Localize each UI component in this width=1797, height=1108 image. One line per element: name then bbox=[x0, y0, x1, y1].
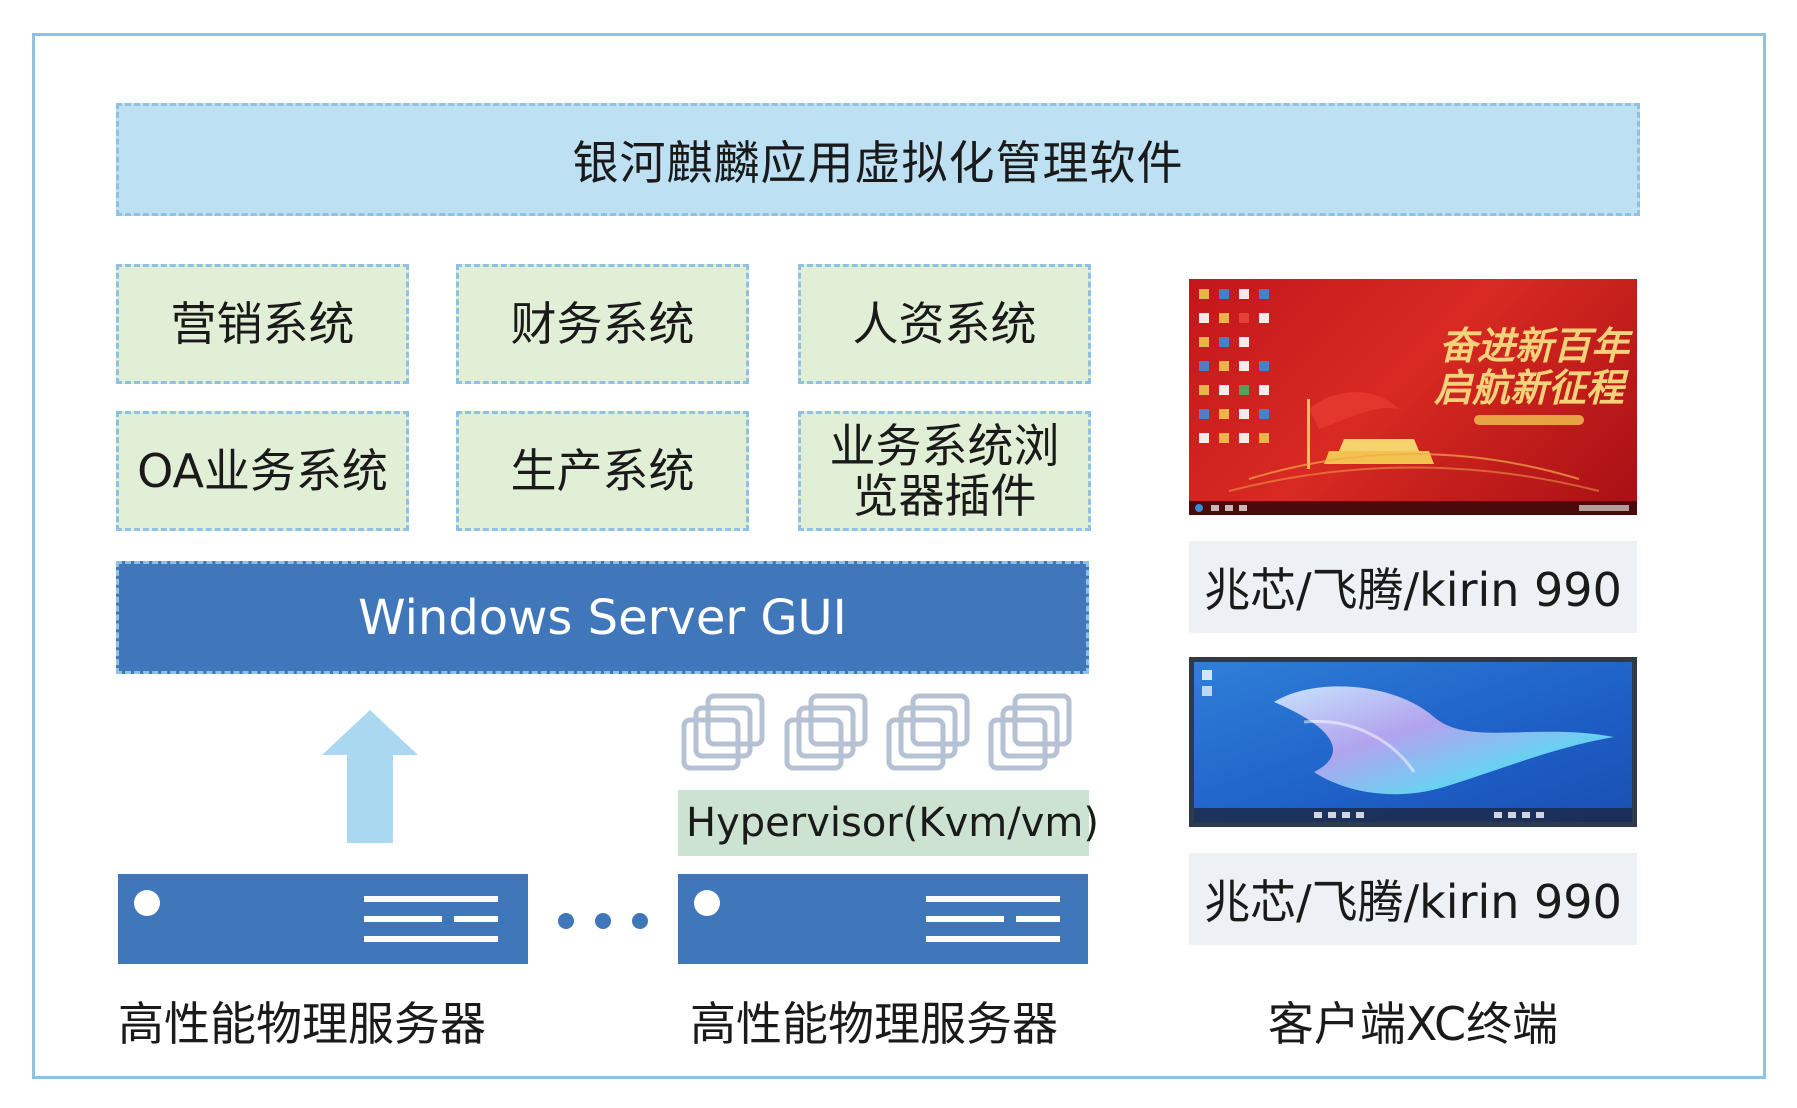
system-box-finance: 财务系统 bbox=[456, 264, 749, 384]
physical-server-icon bbox=[118, 874, 528, 964]
vm-icon bbox=[988, 693, 1072, 771]
server-led bbox=[134, 890, 160, 916]
client-platform-label: 兆芯/飞腾/kirin 990 bbox=[1189, 853, 1637, 945]
desktop-wallpaper: 奋进新百年 启航新征程 bbox=[1189, 289, 1637, 515]
system-box-hr: 人资系统 bbox=[798, 264, 1091, 384]
physical-server-icon bbox=[678, 874, 1088, 964]
server-slot bbox=[1016, 916, 1060, 922]
hypervisor-label: Hypervisor(Kvm/vm) bbox=[686, 800, 1099, 846]
diagram-frame bbox=[32, 33, 1766, 1079]
system-label: 营销系统 bbox=[170, 297, 355, 351]
system-label: OA业务系统 bbox=[137, 444, 388, 498]
client-caption: 客户端XC终端 bbox=[1267, 997, 1559, 1051]
vm-icon bbox=[886, 693, 970, 771]
server-slot bbox=[926, 896, 1060, 902]
system-label: 人资系统 bbox=[852, 297, 1037, 351]
server-led bbox=[694, 890, 720, 916]
windows-server-gui-label: Windows Server GUI bbox=[358, 589, 847, 646]
system-label-line2: 览器插件 bbox=[852, 469, 1037, 523]
client-platform-label: 兆芯/飞腾/kirin 990 bbox=[1189, 541, 1637, 633]
client-screen-blue bbox=[1189, 657, 1637, 827]
wallpaper-slogan-1: 奋进新百年 bbox=[1439, 323, 1634, 368]
server-slot bbox=[364, 936, 498, 942]
server-slot bbox=[364, 916, 442, 922]
system-box-oa: OA业务系统 bbox=[116, 411, 409, 531]
up-arrow-icon bbox=[322, 710, 418, 843]
vm-icon bbox=[681, 693, 765, 771]
client-screen-red: 奋进新百年 启航新征程 bbox=[1189, 279, 1637, 515]
system-box-production: 生产系统 bbox=[456, 411, 749, 531]
hypervisor-bar: Hypervisor(Kvm/vm) bbox=[678, 790, 1099, 856]
system-box-marketing: 营销系统 bbox=[116, 264, 409, 384]
server-slot bbox=[454, 916, 498, 922]
virtualization-software-label: 银河麒麟应用虚拟化管理软件 bbox=[572, 135, 1184, 190]
system-label: 财务系统 bbox=[510, 297, 695, 351]
system-label-line1: 业务系统浏 bbox=[829, 419, 1060, 473]
windows-server-gui-bar: Windows Server GUI bbox=[116, 561, 1089, 674]
server-slot bbox=[926, 936, 1060, 942]
system-box-browser-plugin: 业务系统浏 览器插件 bbox=[798, 411, 1091, 531]
ellipsis-icon bbox=[558, 913, 648, 931]
server-caption: 高性能物理服务器 bbox=[690, 997, 1058, 1051]
server-slot bbox=[364, 896, 498, 902]
system-label: 生产系统 bbox=[510, 444, 695, 498]
wallpaper-slogan-2: 启航新征程 bbox=[1434, 365, 1629, 410]
virtualization-software-bar: 银河麒麟应用虚拟化管理软件 bbox=[116, 103, 1640, 216]
server-slot bbox=[926, 916, 1004, 922]
desktop-wallpaper bbox=[1194, 662, 1632, 822]
vm-icon bbox=[784, 693, 868, 771]
server-caption: 高性能物理服务器 bbox=[118, 997, 486, 1051]
